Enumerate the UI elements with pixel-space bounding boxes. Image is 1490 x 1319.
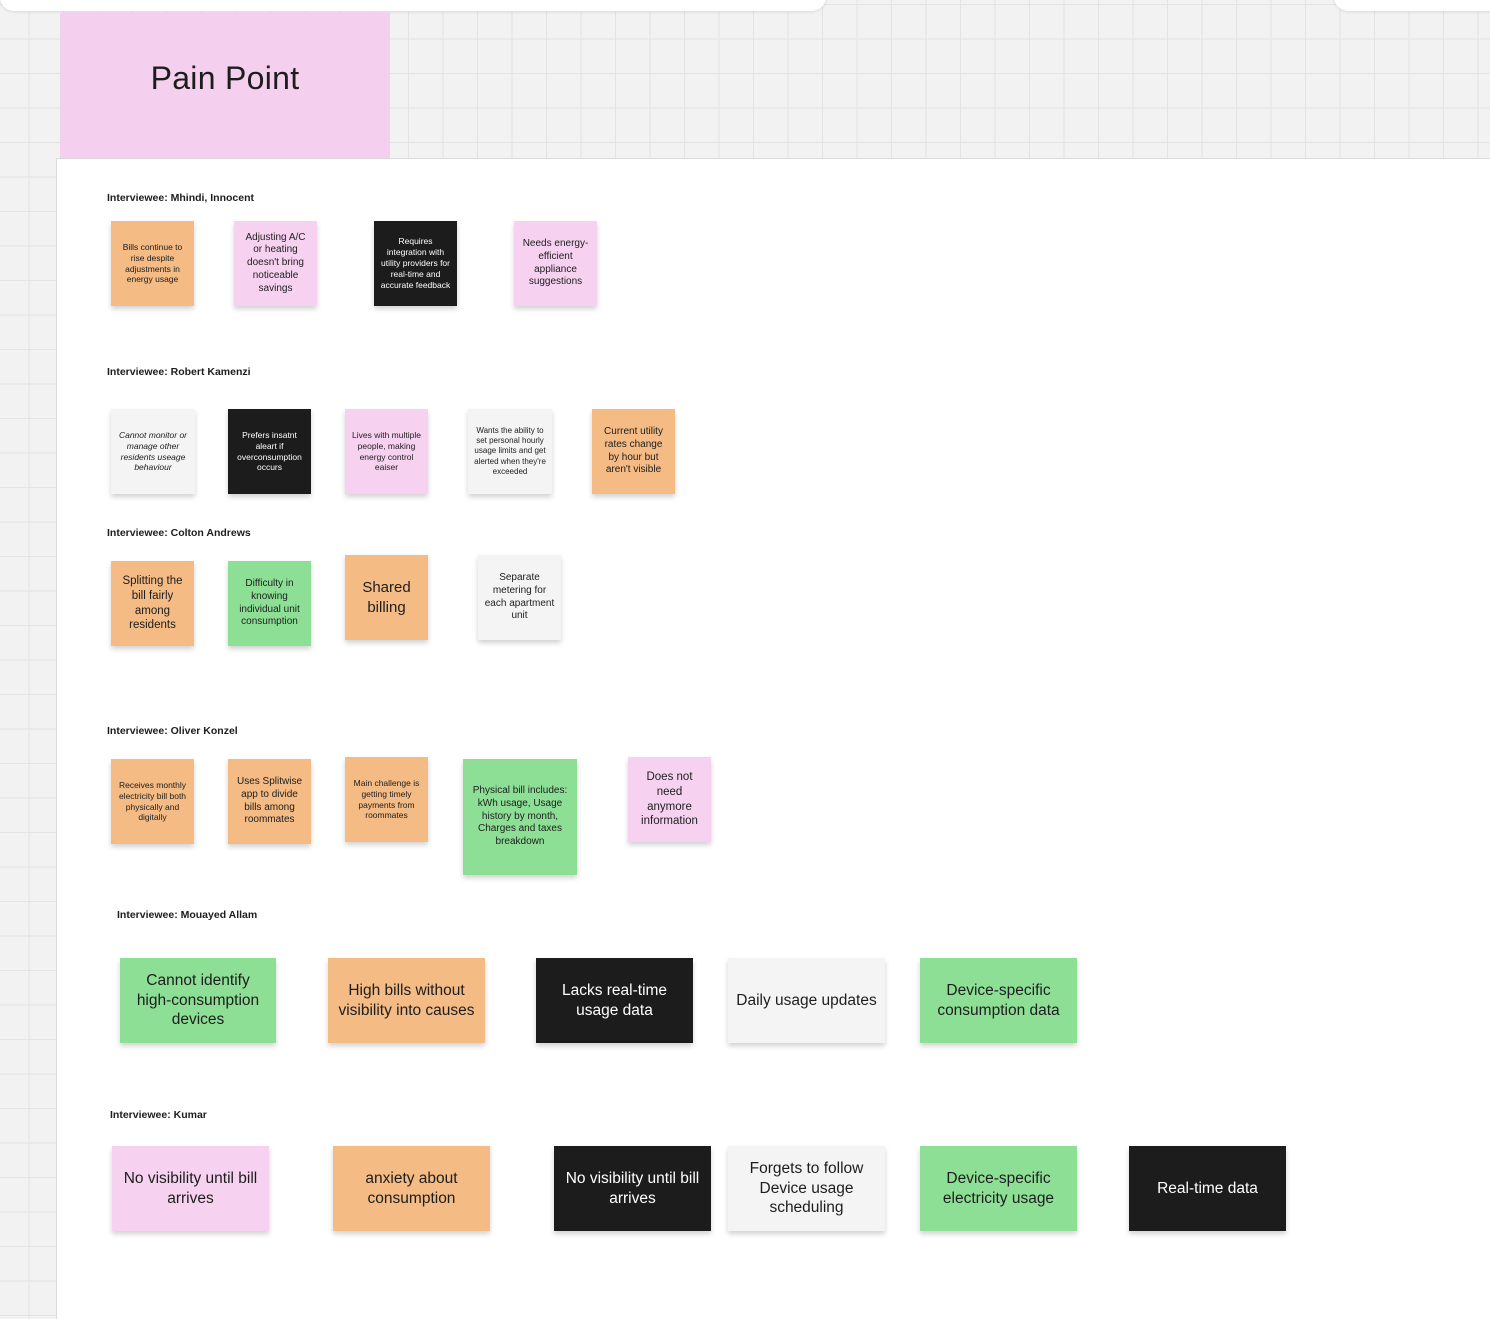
sticky-note[interactable]: Real-time data — [1129, 1146, 1286, 1231]
sticky-note[interactable]: Uses Splitwise app to divide bills among… — [228, 759, 311, 844]
header-sticky-note[interactable]: Pain Point — [60, 12, 390, 158]
sticky-note[interactable]: Main challenge is getting timely payment… — [345, 757, 428, 842]
sticky-note[interactable]: Requires integration with utility provid… — [374, 221, 457, 306]
sticky-note[interactable]: Daily usage updates — [728, 958, 885, 1043]
section-label: Interviewee: Robert Kamenzi — [107, 366, 251, 378]
sticky-note[interactable]: Receives monthly electricity bill both p… — [111, 759, 194, 844]
sticky-note[interactable]: Lives with multiple people, making energ… — [345, 409, 428, 494]
sticky-note[interactable]: Device-specific electricity usage — [920, 1146, 1077, 1231]
top-toolbar-left — [0, 0, 826, 11]
sticky-note[interactable]: Physical bill includes: kWh usage, Usage… — [463, 759, 577, 875]
board-title: Pain Point — [150, 60, 300, 96]
sticky-note[interactable]: Prefers insatnt aleart if overconsumptio… — [228, 409, 311, 494]
board-frame — [56, 158, 1490, 1319]
sticky-note[interactable]: Bills continue to rise despite adjustmen… — [111, 221, 194, 306]
sticky-note[interactable]: No visibility until bill arrives — [554, 1146, 711, 1231]
sticky-note[interactable]: Wants the ability to set personal hourly… — [468, 409, 552, 494]
sticky-note[interactable]: Device-specific consumption data — [920, 958, 1077, 1043]
sticky-note[interactable]: Needs energy-efficient appliance suggest… — [514, 221, 597, 306]
sticky-note[interactable]: Current utility rates change by hour but… — [592, 409, 675, 494]
sticky-note[interactable]: Lacks real-time usage data — [536, 958, 693, 1043]
sticky-note[interactable]: Shared billing — [345, 555, 428, 640]
sticky-note[interactable]: Forgets to follow Device usage schedulin… — [728, 1146, 885, 1231]
top-toolbar-right — [1334, 0, 1490, 11]
sticky-note[interactable]: Separate metering for each apartment uni… — [478, 555, 561, 640]
sticky-note[interactable]: anxiety about consumption — [333, 1146, 490, 1231]
sticky-note[interactable]: No visibility until bill arrives — [112, 1146, 269, 1231]
section-label: Interviewee: Kumar — [110, 1109, 207, 1121]
section-label: Interviewee: Mouayed Allam — [117, 909, 258, 921]
section-label: Interviewee: Colton Andrews — [107, 527, 251, 539]
sticky-note[interactable]: Does not need anymore information — [628, 757, 711, 842]
sticky-note[interactable]: Cannot identify high-consumption devices — [120, 958, 276, 1043]
sticky-note[interactable]: Difficulty in knowing individual unit co… — [228, 561, 311, 646]
sticky-note[interactable]: Cannot monitor or manage other residents… — [111, 409, 195, 494]
section-label: Interviewee: Oliver Konzel — [107, 725, 238, 737]
sticky-note[interactable]: High bills without visibility into cause… — [328, 958, 485, 1043]
section-label: Interviewee: Mhindi, Innocent — [107, 192, 255, 204]
sticky-note[interactable]: Splitting the bill fairly among resident… — [111, 561, 194, 646]
sticky-note[interactable]: Adjusting A/C or heating doesn't bring n… — [234, 221, 317, 306]
